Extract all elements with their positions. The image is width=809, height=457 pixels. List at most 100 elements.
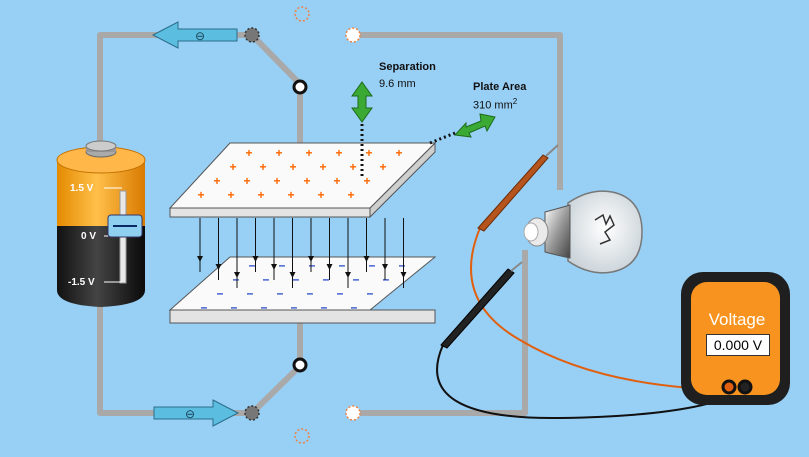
minus-charge: – xyxy=(399,258,406,272)
field-arrowhead xyxy=(308,256,314,262)
separation-label: Separation xyxy=(379,61,436,73)
plate-area-label: Plate Area xyxy=(473,81,527,93)
electric-field-lines xyxy=(197,218,407,288)
electron-icon: ⊖ xyxy=(185,407,195,421)
field-arrowhead xyxy=(326,264,333,270)
minus-charge: – xyxy=(279,258,286,272)
minus-charge: – xyxy=(321,300,328,314)
field-arrowhead xyxy=(215,264,222,270)
minus-charge: – xyxy=(261,300,268,314)
field-arrowhead xyxy=(400,272,407,278)
switch-contact-top[interactable] xyxy=(292,79,308,95)
meter-title: Voltage xyxy=(708,310,766,329)
plus-charge: + xyxy=(245,146,252,160)
top-plate xyxy=(168,142,437,209)
meter-red-jack xyxy=(721,379,737,395)
plus-charge: + xyxy=(213,174,220,188)
plus-charge: + xyxy=(273,174,280,188)
probe-red[interactable] xyxy=(470,144,736,391)
plus-charge: + xyxy=(227,188,234,202)
plus-charge: + xyxy=(305,146,312,160)
switch-pivot-bottom xyxy=(244,405,260,421)
light-bulb xyxy=(523,190,643,274)
field-arrowhead xyxy=(197,256,203,262)
plus-charge: + xyxy=(229,160,236,174)
minus-charge: – xyxy=(309,258,316,272)
plus-charge: + xyxy=(333,174,340,188)
minus-charge: – xyxy=(369,258,376,272)
field-arrowhead xyxy=(234,272,240,278)
wire-top-left xyxy=(97,32,252,145)
plus-charge: + xyxy=(275,146,282,160)
minus-charge: – xyxy=(323,272,330,286)
switch-contact-light-top[interactable] xyxy=(345,27,361,43)
negative-charges: –––––––––––––––––––––––– xyxy=(201,258,406,314)
plate-area-number: 310 mm xyxy=(473,99,513,112)
separation-handle[interactable] xyxy=(351,81,373,176)
plate-area-value: 310 mm2 xyxy=(473,97,517,112)
battery-slider-thumb[interactable] xyxy=(107,214,143,238)
plus-charge: + xyxy=(287,188,294,202)
switch-contact-bottom[interactable] xyxy=(292,357,308,373)
positive-charges: ++++++++++++++++++++++++ xyxy=(197,146,402,202)
plus-charge: + xyxy=(317,188,324,202)
plus-charge: + xyxy=(257,188,264,202)
switch-arm-top[interactable] xyxy=(249,32,303,87)
meter-black-jack xyxy=(737,379,753,395)
minus-charge: – xyxy=(277,286,284,300)
minus-charge: – xyxy=(351,300,358,314)
battery-label-min: -1.5 V xyxy=(68,277,95,288)
plus-charge: + xyxy=(197,188,204,202)
switch-contact-light-bottom[interactable] xyxy=(345,405,361,421)
minus-charge: – xyxy=(291,300,298,314)
capacitor: –––––––––––––––––––––––– + + + + + + + + + + + + + + +… xyxy=(168,141,437,324)
plus-charge: + xyxy=(363,174,370,188)
plus-charge: + xyxy=(243,174,250,188)
field-arrowhead xyxy=(252,256,259,262)
minus-charge: – xyxy=(307,286,314,300)
minus-charge: – xyxy=(339,258,346,272)
minus-charge: – xyxy=(337,286,344,300)
minus-charge: – xyxy=(217,286,224,300)
minus-charge: – xyxy=(249,258,256,272)
minus-charge: – xyxy=(383,272,390,286)
minus-charge: – xyxy=(293,272,300,286)
plus-charge: + xyxy=(303,174,310,188)
plus-charge: + xyxy=(289,160,296,174)
wire-right-bottom xyxy=(355,250,528,416)
switch-pivot-top xyxy=(244,27,260,43)
electron-icon: ⊖ xyxy=(195,29,205,43)
plus-charge: + xyxy=(259,160,266,174)
minus-charge: – xyxy=(201,300,208,314)
bottom-plate xyxy=(168,256,437,311)
wire-right-top xyxy=(355,32,563,190)
plus-charge: + xyxy=(349,160,356,174)
minus-charge: – xyxy=(353,272,360,286)
separation-value: 9.6 mm xyxy=(379,78,416,90)
plus-charge: + xyxy=(365,146,372,160)
bottom-plate-edge xyxy=(169,309,436,324)
current-arrow-top: ⊖ xyxy=(151,21,238,49)
minus-charge: – xyxy=(247,286,254,300)
field-arrowhead xyxy=(382,264,388,270)
field-arrowhead xyxy=(289,272,296,278)
meter-readout: 0.000 V xyxy=(706,334,770,356)
switch-contact-open-top[interactable] xyxy=(294,6,310,22)
plate-area-handle[interactable] xyxy=(429,113,496,145)
minus-charge: – xyxy=(233,272,240,286)
field-arrowhead xyxy=(363,256,370,262)
plus-charge: + xyxy=(335,146,342,160)
battery-label-max: 1.5 V xyxy=(70,183,94,194)
top-plate-edge xyxy=(169,207,371,218)
battery xyxy=(56,140,146,307)
plus-charge: + xyxy=(347,188,354,202)
battery-label-zero: 0 V xyxy=(81,231,97,242)
current-arrow-bottom: ⊖ xyxy=(153,399,240,427)
plate-area-unit-sup: 2 xyxy=(512,97,518,106)
switch-arm-bottom[interactable] xyxy=(249,363,303,416)
switch-contact-open-bottom[interactable] xyxy=(294,428,310,444)
plus-charge: + xyxy=(395,146,402,160)
plus-charge: + xyxy=(319,160,326,174)
minus-charge: – xyxy=(263,272,270,286)
